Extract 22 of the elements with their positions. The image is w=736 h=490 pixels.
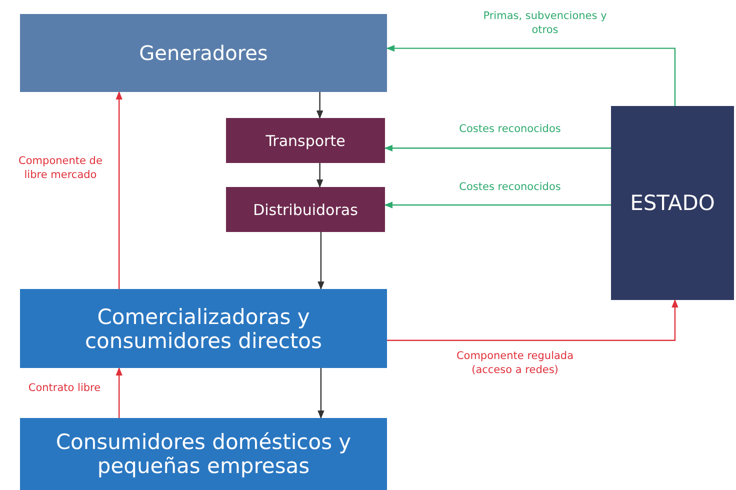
process-box: [20, 418, 387, 490]
box-label: Transporte: [266, 132, 346, 150]
arrow: [384, 144, 611, 152]
box-label: Comercializadoras y consumidores directos: [84, 304, 323, 352]
process-box: [611, 106, 734, 300]
arrow: [116, 367, 122, 418]
arrow: [316, 163, 324, 188]
process-box: [226, 118, 385, 163]
box-label: Generadores: [139, 41, 268, 65]
arrow: [384, 202, 611, 208]
arrow: [116, 91, 122, 289]
process-box: [20, 289, 387, 368]
arrow: [386, 44, 676, 106]
arrow: [318, 232, 324, 290]
box-label: ESTADO: [630, 191, 715, 215]
process-box: [20, 14, 387, 92]
process-box: [226, 187, 385, 232]
box-label: Distribuidoras: [253, 200, 358, 218]
box-label: Consumidores domésticos y pequeñas empresas: [54, 430, 352, 478]
arrow: [387, 299, 678, 341]
arrow: [318, 368, 324, 419]
arrow: [316, 92, 324, 119]
